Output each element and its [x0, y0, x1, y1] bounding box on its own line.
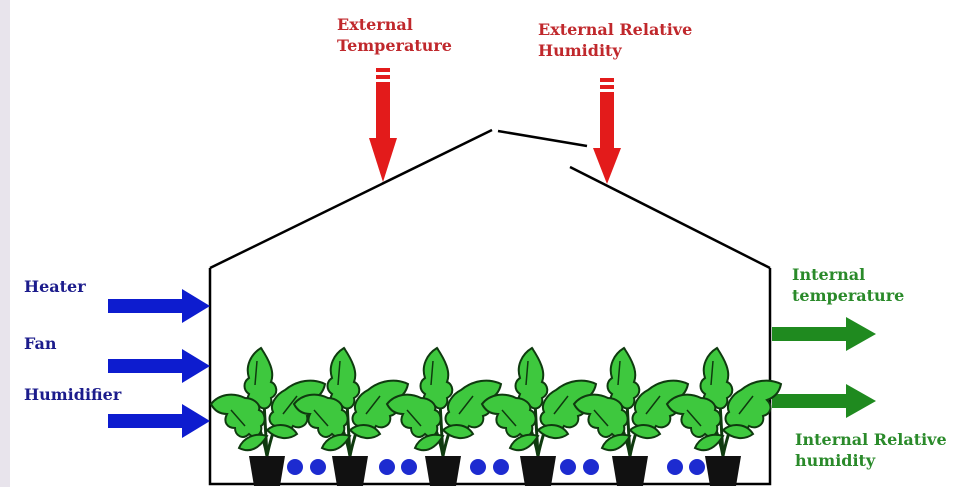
water-drop-icon	[560, 459, 576, 475]
water-drop-icon	[310, 459, 326, 475]
water-drop-icon	[379, 459, 395, 475]
water-drop-icon	[401, 459, 417, 475]
humidifier-label: Humidifier	[24, 384, 121, 405]
external-humidity-label-line1: External Relative	[538, 19, 692, 40]
internal-humidity-label: Internal Relative humidity	[795, 429, 947, 471]
internal-temperature-label: Internal temperature	[792, 264, 904, 306]
external-humidity-label: External Relative Humidity	[538, 19, 692, 61]
arrow-down-icon	[369, 68, 397, 182]
external-temperature-label: External Temperature	[337, 14, 452, 56]
water-drop-icon	[470, 459, 486, 475]
arrow-right-icon	[108, 404, 210, 438]
water-drop-icon	[689, 459, 705, 475]
external-humidity-label-line2: Humidity	[538, 40, 692, 61]
water-drop-icon	[287, 459, 303, 475]
internal-temperature-label-line2: temperature	[792, 285, 904, 306]
water-drop-icon	[583, 459, 599, 475]
water-drop-icon	[493, 459, 509, 475]
arrow-right-icon	[108, 349, 210, 383]
fan-label: Fan	[24, 333, 56, 354]
external-temperature-label-line1: External	[337, 14, 452, 35]
arrow-right-icon	[108, 289, 210, 323]
arrow-down-icon	[593, 78, 621, 184]
external-temperature-label-line2: Temperature	[337, 35, 452, 56]
arrow-right-icon	[772, 384, 876, 418]
water-drop-icon	[667, 459, 683, 475]
internal-humidity-label-line1: Internal Relative	[795, 429, 947, 450]
heater-label: Heater	[24, 276, 86, 297]
internal-temperature-label-line1: Internal	[792, 264, 904, 285]
arrow-right-icon	[772, 317, 876, 351]
internal-humidity-label-line2: humidity	[795, 450, 947, 471]
plant-icon	[667, 348, 781, 486]
